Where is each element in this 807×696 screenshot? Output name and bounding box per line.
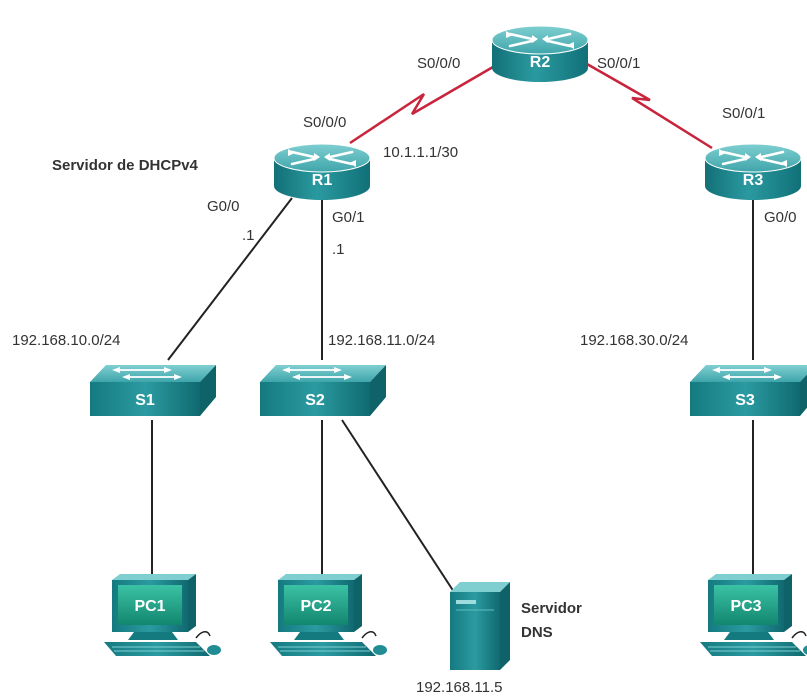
r1-interface-g01: G0/1 (332, 209, 365, 226)
r1-interface-g01-ip: .1 (332, 241, 345, 258)
r2-interface-s000: S0/0/0 (417, 55, 460, 72)
r2-interface-s001: S0/0/1 (597, 55, 640, 72)
r1-serial-ip: 10.1.1.1/30 (383, 144, 458, 161)
network-192-168-11: 192.168.11.0/24 (328, 332, 435, 349)
switch-s1[interactable]: S1 (89, 364, 217, 417)
dns-server-ip: 192.168.11.5 (416, 679, 502, 696)
server-icon (450, 582, 510, 670)
pc-pc1-label: PC1 (134, 598, 165, 615)
network-192-168-10: 192.168.10.0/24 (12, 332, 120, 349)
dhcp-server-label: Servidor de DHCPv4 (52, 157, 199, 174)
pc-icon (699, 573, 807, 657)
serial-link-r1-r2 (349, 58, 506, 145)
r1-interface-g00-ip: .1 (242, 227, 255, 244)
router-r3-label: R3 (743, 172, 764, 189)
r3-interface-s001: S0/0/1 (722, 105, 765, 122)
ethernet-link-r1-s1 (167, 197, 293, 361)
pc-pc3[interactable]: PC3 (699, 573, 807, 657)
pc-pc2[interactable]: PC2 (269, 573, 388, 657)
switch-s2-label: S2 (305, 392, 325, 409)
pc-pc3-label: PC3 (730, 598, 761, 615)
ethernet-link-s2-dns (341, 419, 455, 593)
r1-interface-g00: G0/0 (207, 198, 240, 215)
pc-pc1[interactable]: PC1 (103, 573, 222, 657)
switch-s3[interactable]: S3 (689, 364, 807, 417)
pc-pc2-label: PC2 (300, 598, 331, 615)
switch-s3-label: S3 (735, 392, 755, 409)
router-r1[interactable]: R1 (272, 142, 372, 202)
serial-link-r2-r3 (579, 58, 713, 150)
dns-server[interactable]: Servidor DNS 192.168.11.5 (416, 582, 582, 696)
switch-s1-label: S1 (135, 392, 155, 409)
dns-server-label-line2: DNS (521, 624, 553, 641)
r3-interface-g00: G0/0 (764, 209, 797, 226)
pc-icon (269, 573, 388, 657)
links (151, 58, 754, 593)
router-r1-label: R1 (312, 172, 333, 189)
router-r3[interactable]: R3 (703, 142, 803, 202)
dns-server-label-line1: Servidor (521, 600, 582, 617)
router-r2-label: R2 (530, 54, 551, 71)
r1-interface-s000: S0/0/0 (303, 114, 346, 131)
pc-icon (103, 573, 222, 657)
switch-s2[interactable]: S2 (259, 364, 387, 417)
router-r2[interactable]: R2 (490, 24, 590, 84)
network-192-168-30: 192.168.30.0/24 (580, 332, 688, 349)
